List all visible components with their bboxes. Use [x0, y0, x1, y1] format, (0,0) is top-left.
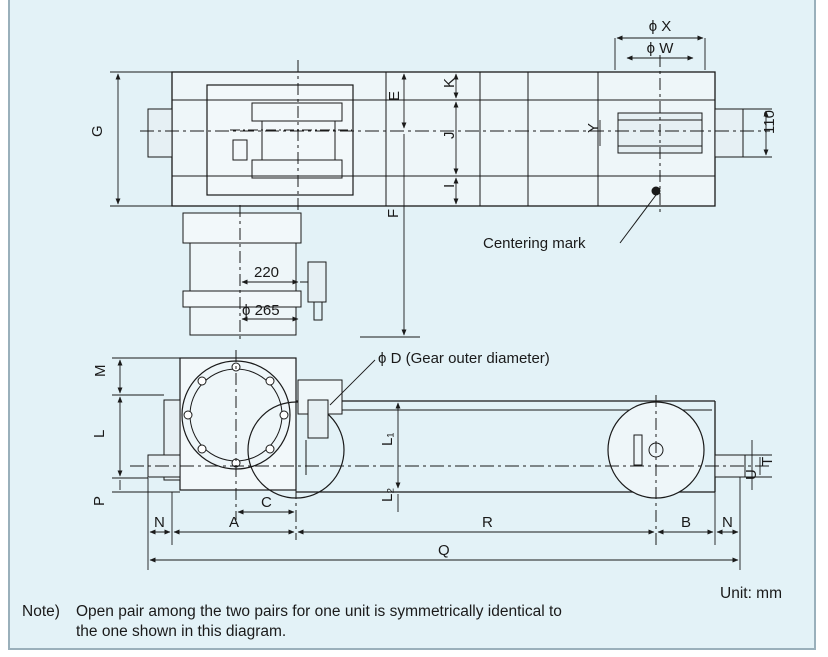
label-m: M — [92, 365, 109, 378]
label-c: C — [261, 494, 272, 511]
label-p: P — [91, 496, 108, 506]
unit-text: Unit: mm — [720, 585, 782, 602]
label-220: 220 — [254, 264, 279, 281]
label-q: Q — [438, 542, 450, 559]
label-r: R — [482, 514, 493, 531]
left-shaft — [147, 108, 173, 158]
label-k: K — [441, 78, 458, 88]
label-l2: L₂ — [379, 488, 396, 502]
label-phi-x: ϕ X — [649, 18, 672, 35]
dimension-labels: ϕ X ϕ W G E K J Y I F 110 Centering mark… — [89, 18, 778, 559]
label-f: F — [385, 209, 402, 218]
side-view — [130, 350, 770, 545]
label-phi-265: ϕ 265 — [242, 302, 280, 319]
label-n-left: N — [154, 514, 165, 531]
label-j: J — [441, 132, 458, 140]
label-g: G — [89, 125, 106, 137]
label-110: 110 — [761, 110, 778, 134]
label-e: E — [386, 91, 403, 101]
label-centering-mark: Centering mark — [483, 235, 586, 252]
note-line-1: Open pair among the two pairs for one un… — [76, 603, 562, 620]
label-n-right: N — [722, 514, 733, 531]
note-line-2: the one shown in this diagram. — [76, 623, 287, 640]
label-u: U — [743, 469, 760, 480]
top-view — [140, 55, 770, 244]
label-l1: L₁ — [379, 433, 396, 446]
note-prefix: Note) — [22, 603, 60, 620]
label-b: B — [681, 514, 691, 531]
label-y: Y — [585, 123, 602, 133]
label-phi-d: ϕ D (Gear outer diameter) — [378, 350, 550, 367]
label-phi-w: ϕ W — [647, 40, 675, 57]
label-t: T — [759, 457, 776, 466]
label-l: L — [91, 430, 108, 438]
dimension-lines — [110, 35, 772, 570]
label-i: I — [441, 184, 458, 188]
right-shaft — [714, 108, 744, 158]
label-a: A — [229, 514, 239, 531]
